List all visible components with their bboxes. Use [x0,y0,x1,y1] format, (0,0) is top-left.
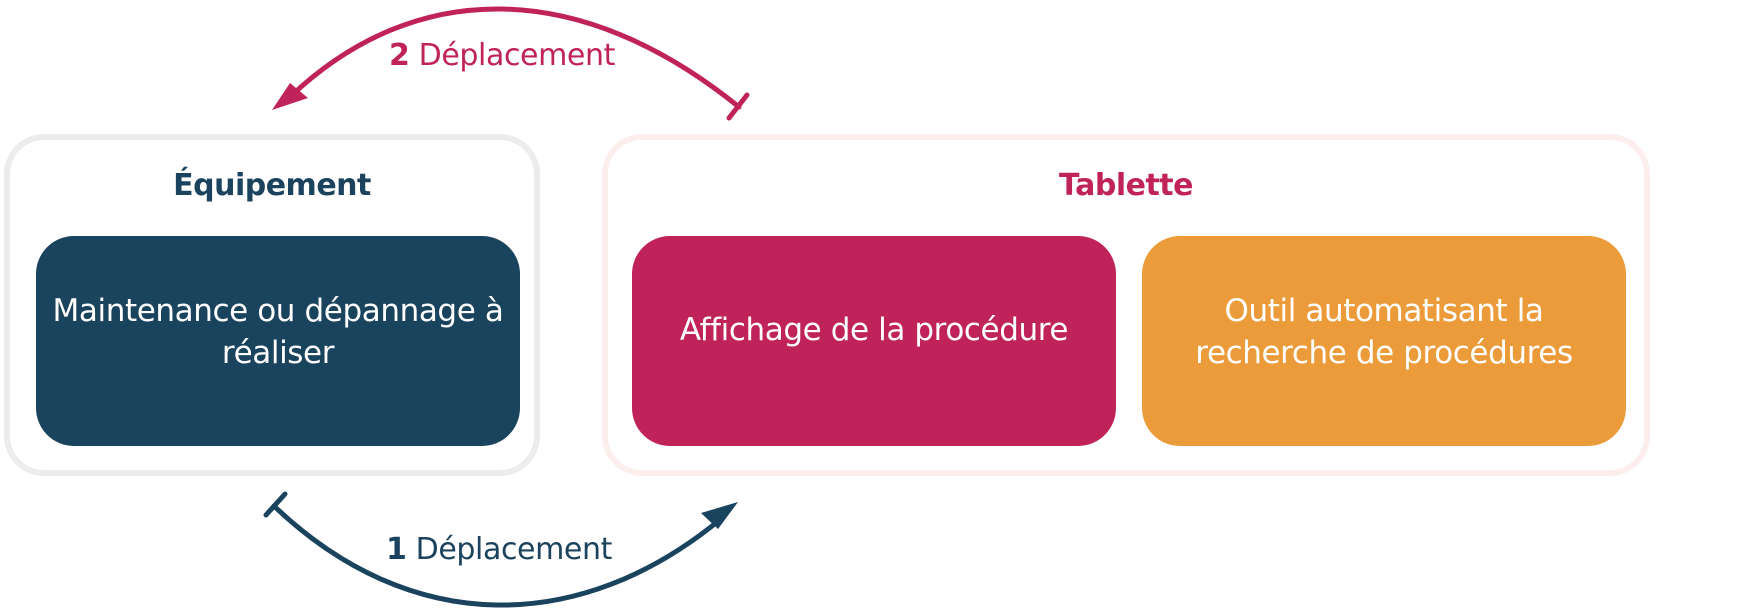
arrow-bottom-label: 1 Déplacement [386,532,612,567]
arrow-bottom-tail-bar [263,491,288,518]
arrow-top-head [272,83,308,110]
card-maintenance-text: Maintenance ou dépannage à réaliser [52,293,504,371]
arrow-top-number: 2 [389,38,410,73]
group-tablette: Tablette Affichage de la procédure Outil… [602,134,1650,476]
card-outil-text: Outil automatisant la recherche de procé… [1195,293,1573,371]
arrow-bottom-arc [271,503,725,608]
group-tablette-title: Tablette [1059,168,1193,203]
arrow-bottom-number: 1 [386,532,407,567]
arrow-bottom-text: Déplacement [415,532,613,567]
arrow-bottom-head [701,502,738,529]
group-equipement-title: Équipement [173,168,371,203]
arrow-top-arc [287,6,742,110]
arrow-top-text: Déplacement [418,38,616,73]
card-maintenance: Maintenance ou dépannage à réaliser [36,236,520,446]
card-outil-recherche: Outil automatisant la recherche de procé… [1142,236,1626,446]
card-affichage-text: Affichage de la procédure [679,312,1069,348]
card-affichage-procedure: Affichage de la procédure [632,236,1116,446]
arrow-top-label: 2 Déplacement [389,38,615,73]
group-equipement: Équipement Maintenance ou dépannage à ré… [4,134,540,476]
arrow-top-tail-bar [726,92,750,121]
